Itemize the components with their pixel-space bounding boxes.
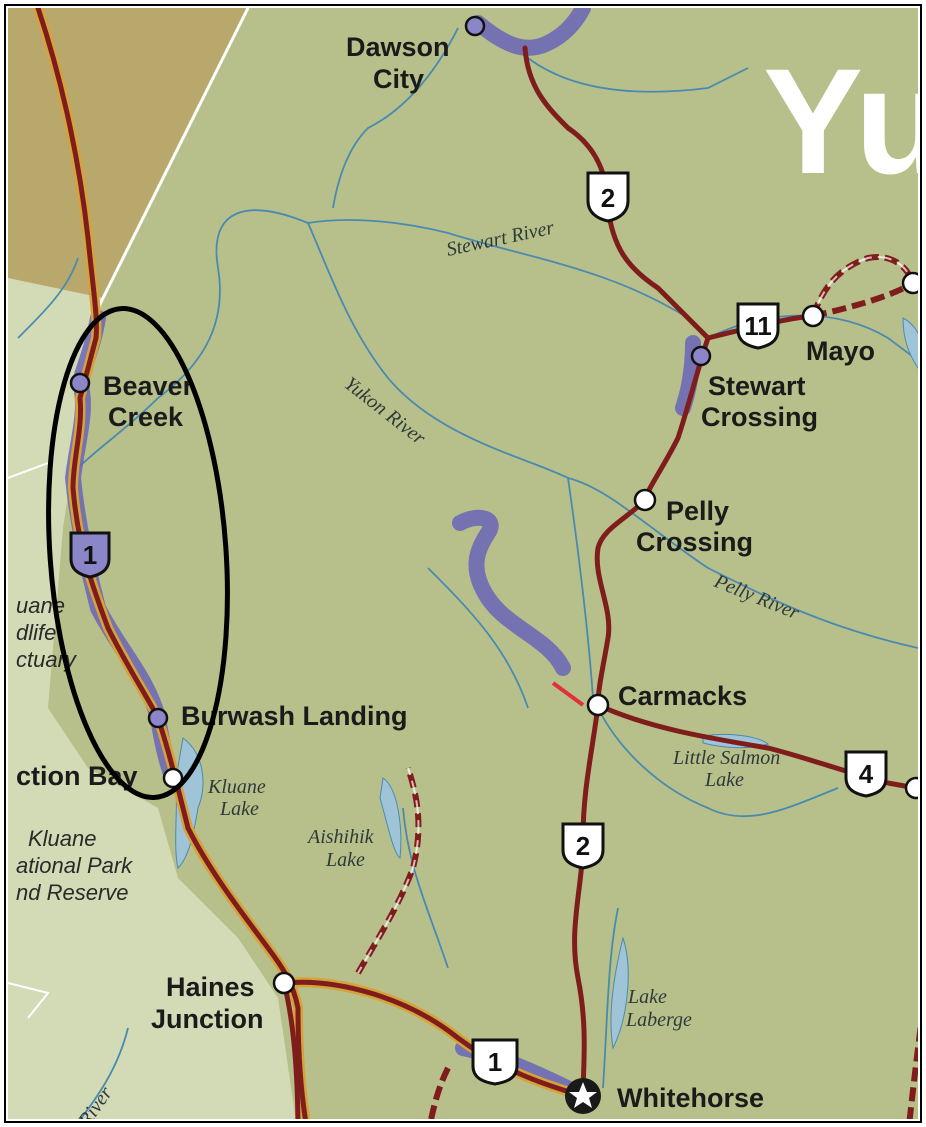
park-boundary-south — [8, 982, 50, 1019]
laberge-river — [602, 907, 619, 1089]
river-west — [17, 257, 79, 339]
shield-4: 4 — [844, 750, 888, 798]
lake-laberge — [610, 936, 629, 1050]
road-mayo-keno-centre — [812, 256, 914, 317]
label-little-salmon: Little Salmon — [672, 747, 780, 769]
river-upper — [332, 27, 459, 209]
little-salmon-river — [597, 707, 839, 818]
marker-mayo — [801, 304, 825, 328]
label-dawson: Dawson — [346, 32, 450, 62]
haines-road — [281, 980, 301, 1119]
label-aishihik: Aishihik — [306, 826, 375, 848]
road-mayo-loop — [812, 280, 915, 319]
road-aishihik — [355, 767, 422, 975]
shield-label: 2 — [601, 183, 615, 213]
shield-label: 1 — [488, 1047, 502, 1077]
label-kluane-np-2: ational Park — [16, 853, 133, 878]
label-kusawa: Kusawa — [299, 1118, 364, 1127]
marker-pelly-crossing — [633, 488, 657, 512]
town-markers — [69, 15, 918, 1114]
shield-label: 4 — [859, 759, 874, 789]
klondike-highway-south — [572, 702, 601, 1099]
marker-stewart-crossing — [690, 345, 712, 367]
shield-1-north: 1 — [69, 531, 111, 579]
marker-carmacks — [586, 693, 610, 717]
marker-burwash-landing — [147, 707, 169, 729]
label-dawson-city: City — [373, 64, 424, 94]
alaska-highway — [35, 8, 308, 1119]
klondike-highway-mid — [594, 335, 711, 708]
river-klondike — [527, 57, 749, 93]
road-highlight-red — [551, 681, 585, 707]
marker-destruction-bay — [162, 767, 184, 789]
highlight-dawson — [470, 8, 591, 56]
label-beaver: Beaver — [103, 371, 194, 401]
annotation-ellipse — [46, 306, 230, 800]
shield-2-south: 2 — [561, 822, 605, 870]
road-kusawa — [428, 1066, 451, 1119]
park-boundary — [8, 462, 49, 479]
road-aishihik-centre — [357, 767, 420, 974]
marker-beaver-creek — [69, 372, 91, 394]
shield-11: 11 — [736, 302, 780, 350]
mayo-lake — [902, 317, 918, 369]
label-kluane-np-1: Kluane — [28, 826, 97, 851]
label-beaver-creek: Creek — [108, 402, 184, 432]
nordenskiold-river — [427, 567, 529, 709]
marker-haines-junction — [272, 971, 296, 995]
label-mayo: Mayo — [806, 336, 875, 366]
label-stewart-crossing: Crossing — [701, 402, 818, 432]
alaska-region — [8, 8, 248, 298]
kluane-park-region — [8, 278, 296, 1119]
white-river — [77, 209, 309, 469]
label-destruction-bay: ction Bay — [16, 761, 138, 791]
label-kluane: Kluane — [207, 776, 266, 798]
label-burwash-landing: Burwash Landing — [181, 701, 408, 731]
hwy1-east — [281, 979, 586, 1099]
rivers — [17, 27, 918, 1119]
label-carmacks: Carmacks — [618, 681, 747, 711]
label-pelly: Pelly — [666, 496, 729, 526]
kluane-lake — [175, 737, 204, 869]
region-label: Yu — [763, 37, 926, 205]
marker-keno — [901, 271, 918, 295]
town-labels: Dawson City Mayo Stewart Crossing Pelly … — [16, 32, 875, 1113]
label-kluane-np-3: nd Reserve — [16, 880, 129, 905]
label-aishihik-lake: Lake — [325, 849, 365, 871]
shield-1-south: 1 — [471, 1038, 519, 1086]
label-haines-junction: Junction — [151, 1004, 264, 1034]
label-lake: Lake — [627, 986, 667, 1008]
road-southeast — [906, 1023, 918, 1119]
border-line — [96, 8, 250, 309]
label-laberge: Laberge — [625, 1009, 692, 1031]
label-whitehorse: Whitehorse — [617, 1083, 764, 1113]
map-canvas: Yu 2 11 1 4 2 1 — [8, 8, 926, 1127]
marker-whitehorse-capital — [565, 1078, 601, 1114]
label-pelly-crossing: Crossing — [636, 527, 753, 557]
label-little-salmon-lake: Lake — [704, 769, 744, 791]
shield-label: 11 — [744, 311, 772, 341]
aishihik-lake — [379, 777, 402, 859]
marker-dawson-city — [464, 15, 486, 37]
stewart-river — [307, 219, 689, 319]
highlight-klondike-cutoff — [452, 509, 571, 676]
label-kluane-lake: Lake — [219, 798, 259, 820]
highway-shields: 2 11 1 4 2 1 — [69, 171, 888, 1086]
shield-label: 1 — [83, 540, 97, 570]
label-haines: Haines — [166, 972, 255, 1002]
label-sanctuary-2: dlife — [16, 620, 56, 645]
marker-ross-river — [904, 776, 918, 800]
shield-2-north: 2 — [586, 171, 630, 223]
shield-label: 2 — [576, 831, 590, 861]
label-stewart: Stewart — [708, 371, 806, 401]
aishihik-river — [402, 807, 449, 969]
secondary-roads-centre — [357, 256, 914, 974]
alsek-river — [79, 1027, 129, 1119]
yukon-river-lower — [567, 477, 594, 699]
